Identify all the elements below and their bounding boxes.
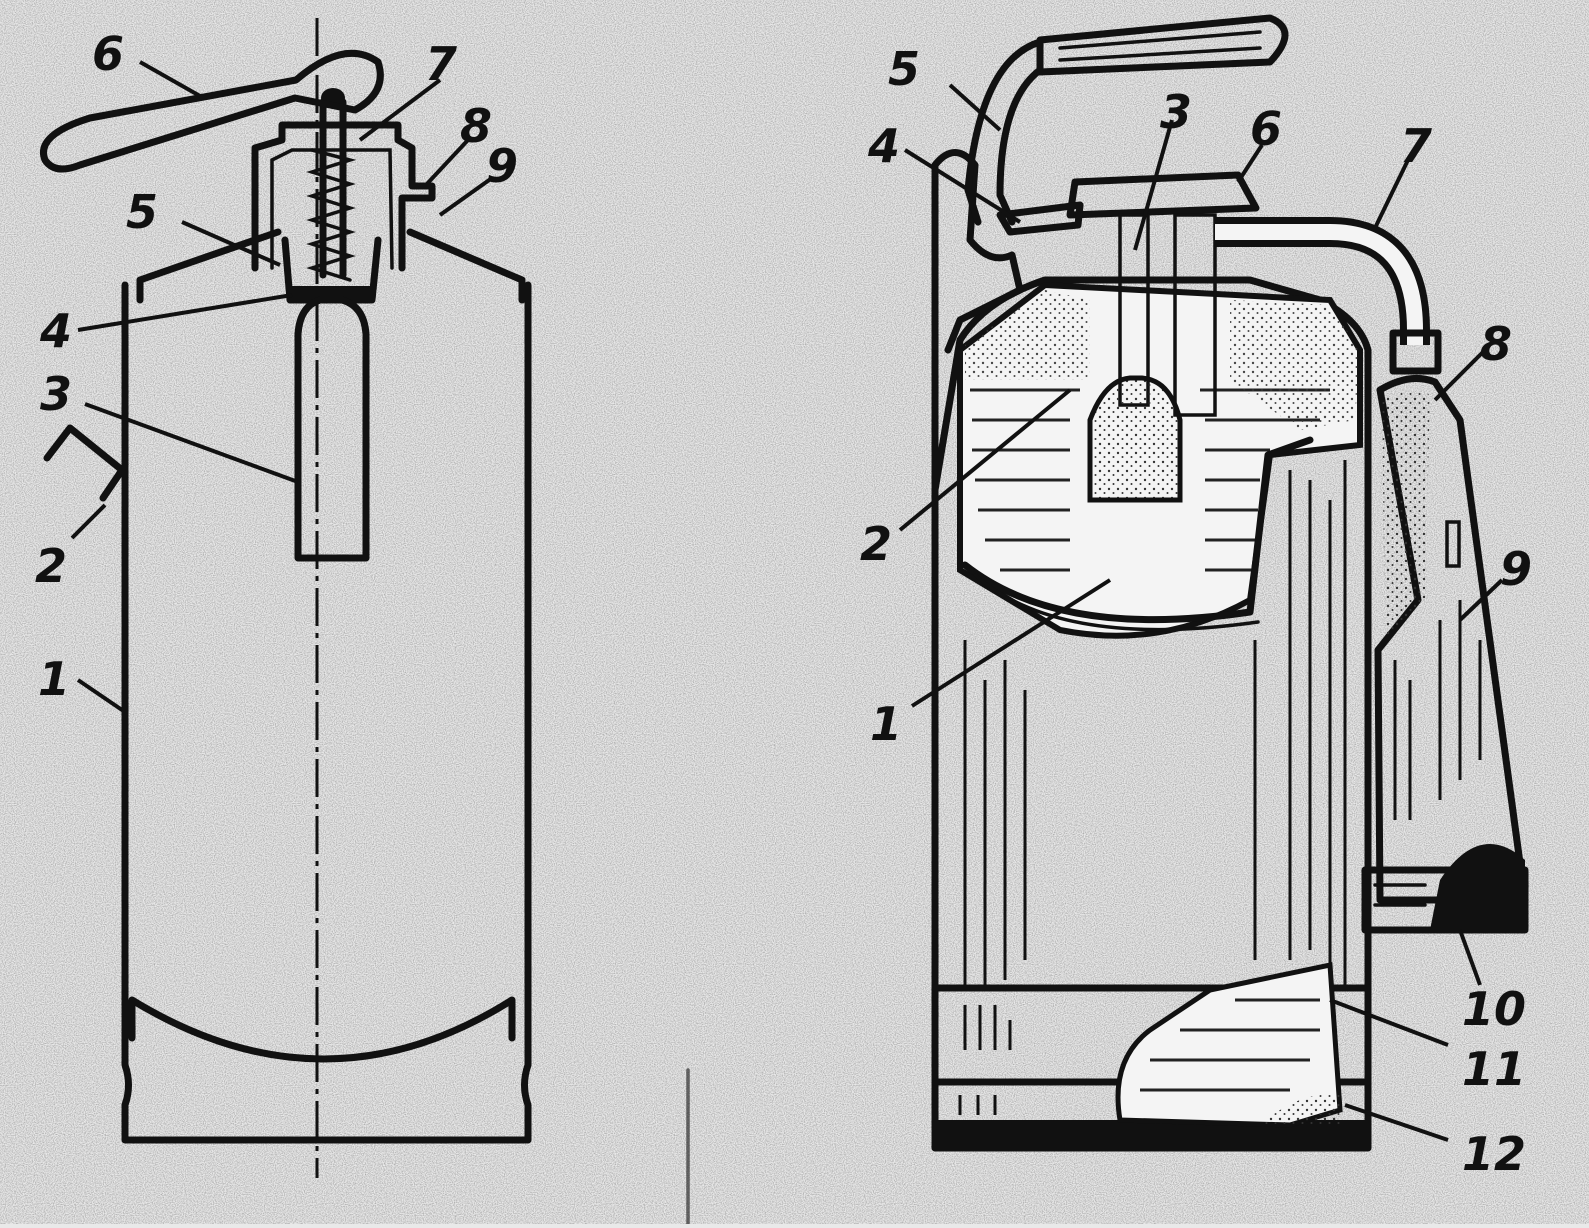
leader-right-5	[948, 83, 1002, 132]
right-cartridge	[1087, 375, 1183, 503]
callout-right-1: 1	[870, 697, 902, 751]
callout-left-3: 3	[40, 367, 72, 421]
callout-right-12: 12	[1462, 1127, 1526, 1181]
right-nozzle-body	[1374, 374, 1529, 904]
right-body-outline	[931, 276, 1372, 1152]
leader-left-3	[84, 402, 299, 484]
callout-left-9: 9	[486, 139, 518, 193]
leader-left-9	[438, 176, 494, 217]
leader-right-2	[898, 388, 1072, 532]
leader-right-10	[1458, 929, 1482, 986]
callout-right-3: 3	[1160, 85, 1192, 139]
leader-right-12	[1344, 1103, 1449, 1142]
left-valve-housing	[251, 121, 436, 272]
right-body-shading	[963, 460, 1347, 990]
callout-right-7: 7	[1400, 119, 1432, 173]
right-hose-clamp	[1389, 329, 1442, 375]
right-bottom-cutaway	[1115, 961, 1343, 1128]
callout-left-6: 6	[92, 27, 124, 81]
right-inner-vessel	[961, 436, 1314, 624]
right-bottom-hatching	[1140, 998, 1320, 1092]
right-nozzle-dark	[1382, 391, 1430, 640]
left-lever	[40, 49, 384, 173]
right-hose-inner	[1215, 224, 1423, 345]
right-back-shell	[931, 149, 1024, 494]
leader-left-2	[70, 503, 107, 540]
left-extinguisher: 6 7 8 9 5 4 3 2 1	[35, 18, 532, 1178]
right-extinguisher: 5 4 3 6 7 8 9 10 11 12 2 1	[860, 14, 1532, 1181]
right-grip-line	[1058, 30, 1262, 50]
leader-left-4	[77, 293, 293, 332]
leader-right-9	[1458, 578, 1504, 622]
leader-left-5	[181, 220, 281, 267]
right-upper-dark-left	[965, 290, 1090, 380]
callout-right-9: 9	[1500, 542, 1532, 596]
leader-left-7	[358, 78, 442, 142]
leader-left-1	[76, 678, 127, 714]
left-shoulder-right	[406, 228, 526, 304]
leader-right-4	[903, 148, 1022, 224]
right-bottom-dark	[1260, 1094, 1342, 1125]
callout-right-11: 11	[1462, 1042, 1526, 1096]
left-body-outline	[121, 281, 532, 1144]
leader-right-8	[1433, 350, 1485, 402]
left-valve-inner	[270, 148, 394, 270]
right-upper-dark-right	[1230, 300, 1360, 430]
callout-right-6: 6	[1250, 102, 1282, 156]
right-lever-4	[996, 201, 1084, 236]
right-siphon-tube	[1173, 213, 1217, 417]
left-valve-stem	[319, 98, 347, 279]
callout-right-10: 10	[1462, 982, 1526, 1036]
right-grip-line-2	[1058, 46, 1262, 62]
right-liquid-hatching	[970, 388, 1330, 572]
right-nozzle-tip-dark	[1430, 844, 1525, 930]
callout-left-7: 7	[425, 37, 457, 91]
leader-right-1	[910, 578, 1112, 708]
left-side-nozzle	[43, 424, 126, 502]
callout-left-1: 1	[38, 652, 70, 706]
left-shoulder-left	[136, 228, 282, 304]
right-inner-vessel-wall	[973, 573, 1260, 632]
callout-left-4: 4	[39, 304, 72, 358]
callout-right-5: 5	[888, 42, 920, 96]
right-handle-grip	[1036, 14, 1289, 76]
leader-right-11	[1329, 998, 1449, 1047]
left-inner-bottom	[128, 996, 516, 1063]
callout-left-5: 5	[126, 185, 158, 239]
leader-left-6	[139, 60, 201, 98]
callout-right-8: 8	[1480, 317, 1512, 371]
leader-left-8	[423, 138, 470, 188]
right-band-ticks	[958, 1005, 1012, 1115]
leader-right-6	[1236, 143, 1264, 184]
right-nozzle-shading	[1393, 600, 1482, 820]
leader-right-7	[1373, 159, 1410, 229]
callout-right-4: 4	[867, 119, 900, 173]
left-seal-4	[290, 286, 374, 300]
leader-right-3	[1133, 119, 1174, 251]
callout-left-2: 2	[35, 539, 67, 593]
right-nozzle-slot	[1445, 520, 1461, 568]
callout-left-8: 8	[460, 99, 492, 153]
callout-right-2: 2	[860, 517, 892, 571]
left-cartridge	[294, 296, 370, 562]
